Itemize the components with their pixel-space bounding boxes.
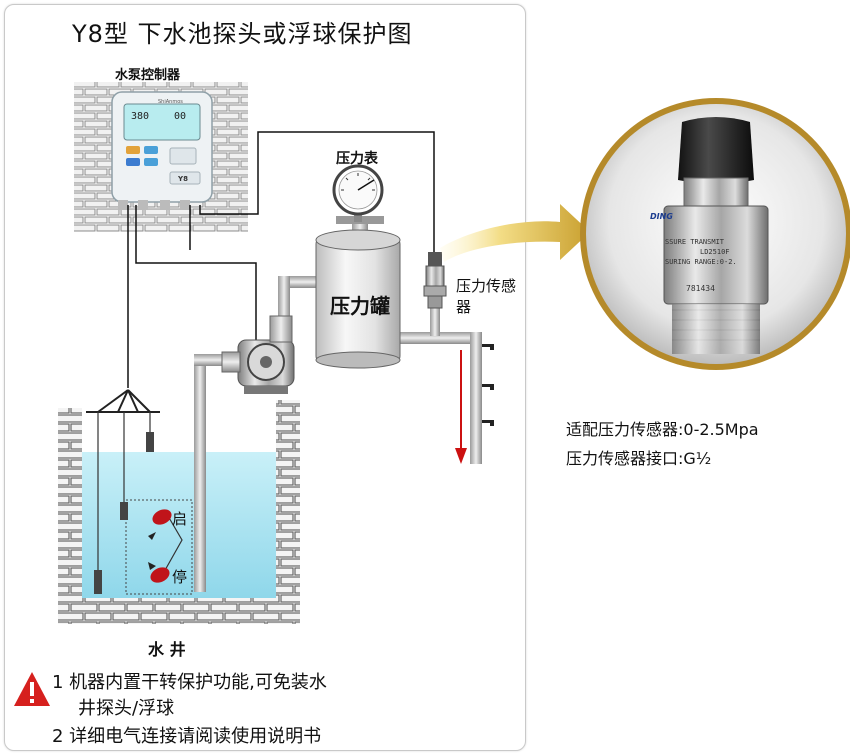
arrow-up-icon [148,532,156,540]
probe-mid-icon [120,502,128,520]
gauge-label: 压力表 [336,151,378,167]
probe-cables [97,412,151,570]
note-2: 2 详细电气连接请阅读使用说明书 [52,726,322,747]
sensor-line2: LD2510F [700,248,730,256]
float-stop-label: 停 [172,568,188,586]
float-start-icon [152,509,172,525]
note-1-line-2: 井探头/浮球 [78,698,175,719]
controller-right-value: 00 [174,111,187,122]
tank-label: 压力罐 [330,294,390,318]
control-wires [127,131,435,388]
controller-label: 水泵控制器 [115,68,181,83]
diagram-title: Y8型 下水池探头或浮球保护图 [72,20,413,48]
controller-brand: ShiAnmos [158,99,183,105]
float-stop-icon [150,567,170,583]
note-1-line-1: 1 机器内置干转保护功能,可免装水 [52,672,327,693]
pump-controller [111,91,213,210]
sensor-brand: DING [650,212,673,221]
float-switch-zone [125,499,193,595]
sensor-label: 压力传感器 [456,277,517,316]
probe-high-icon [146,432,154,452]
highlight-arrow [440,204,590,262]
spec-interface: 压力传感器接口:G½ [566,449,712,468]
controller-left-value: 380 [131,111,150,122]
sensor-serial: 781434 [686,284,715,293]
sensor-photo [580,98,850,370]
water [82,452,276,598]
float-start-label: 启 [172,510,188,528]
probe-hanger [86,389,160,413]
pump [221,315,295,394]
sensor-line3: SURING RANGE:0-2. [665,258,737,266]
taps [482,344,494,426]
well [58,400,300,624]
warning-icon [14,672,50,706]
controller-model: Y8 [178,175,188,183]
sensor-line1: SSURE TRANSMIT [665,238,725,246]
pipes [194,276,482,592]
well-label: 水 井 [148,640,186,659]
spec-range: 适配压力传感器:0-2.5Mpa [566,420,759,439]
pressure-gauge [332,164,384,222]
probe-low-icon [94,570,102,594]
arrow-down-icon [148,562,156,570]
pressure-sensor [423,252,447,309]
flow-arrow [455,350,467,464]
